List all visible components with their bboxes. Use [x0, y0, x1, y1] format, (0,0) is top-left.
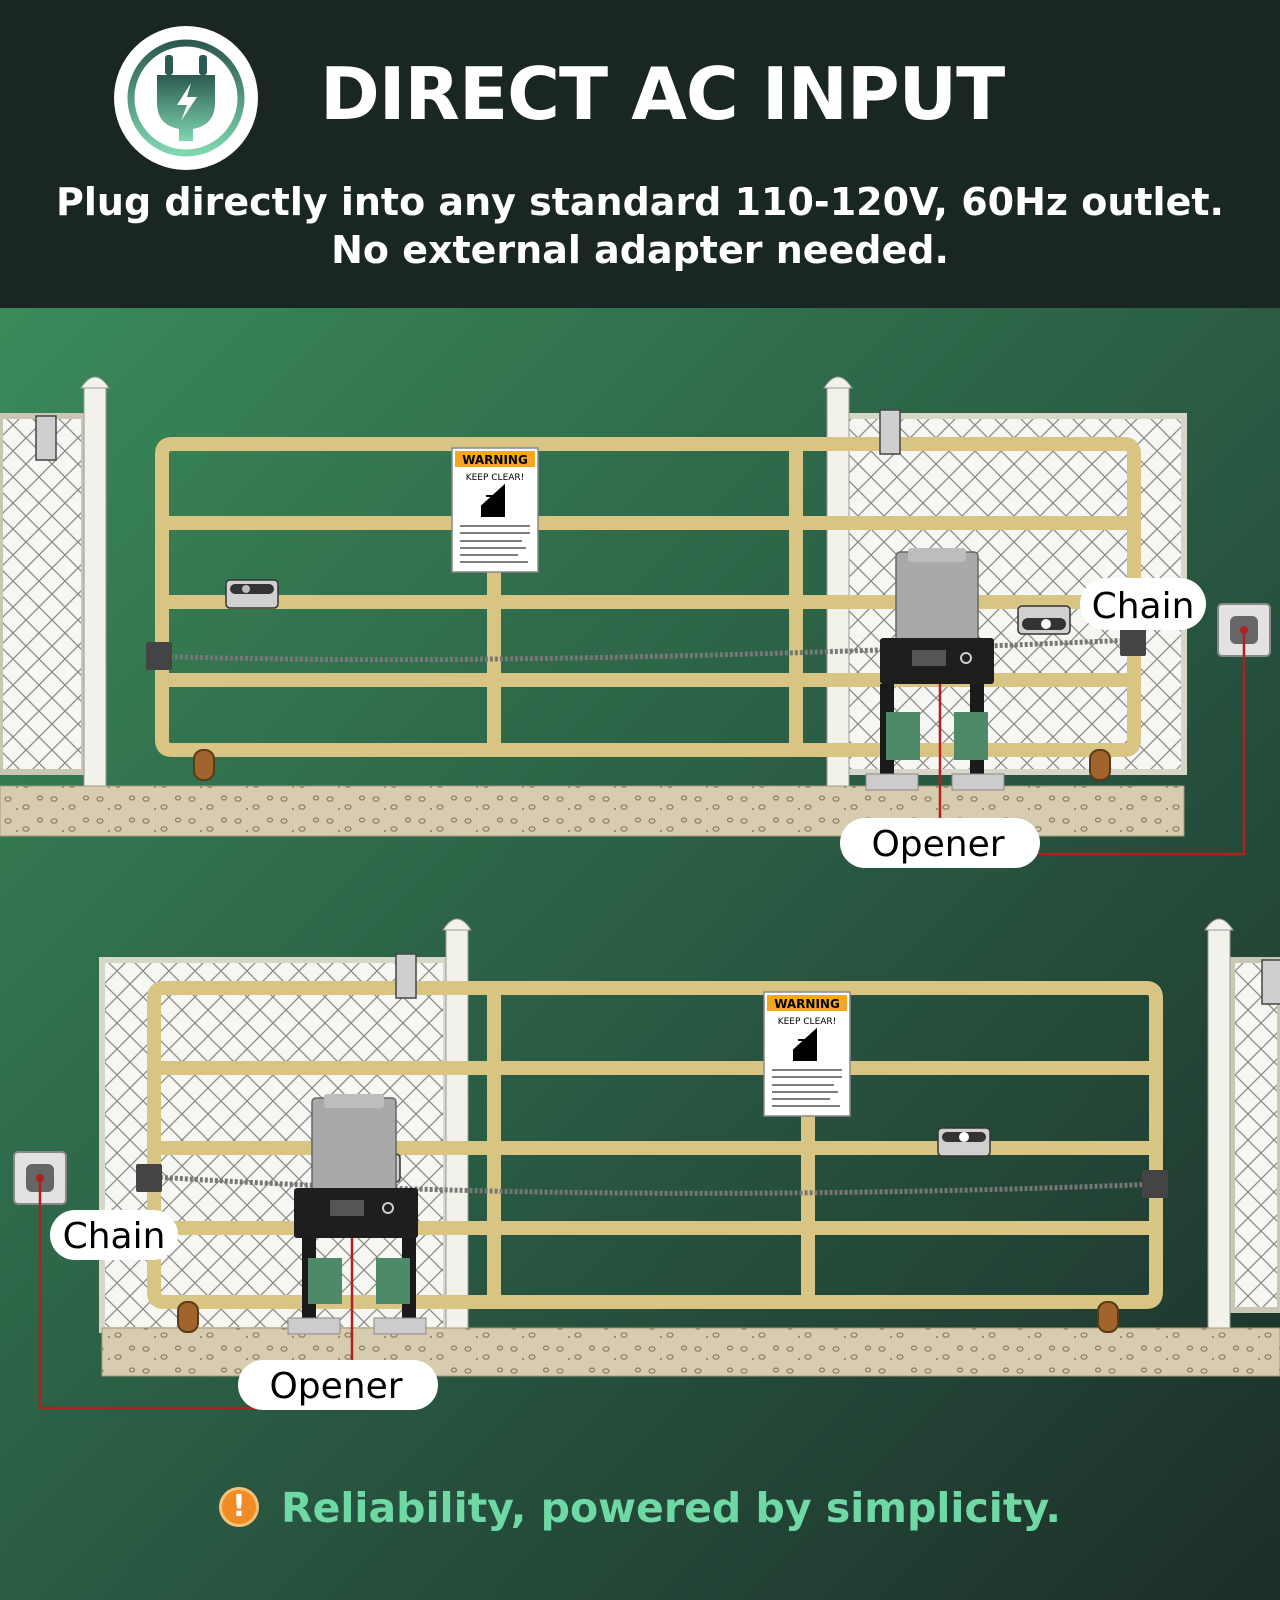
subtitle-line-2: No external adapter needed. [331, 228, 949, 272]
gate-opener [865, 548, 1005, 791]
gate-opener [287, 1094, 427, 1335]
limit-sensor [1017, 605, 1071, 635]
power-cord [938, 630, 1246, 856]
chain-label: Chain [1092, 586, 1195, 627]
gate-diagrams: WARNING KEEP CLEAR! [0, 308, 1280, 1600]
warning-sign-subheading: KEEP CLEAR! [778, 1017, 837, 1027]
tagline-text: Reliability, powered by simplicity. [281, 1484, 1061, 1532]
label-pill [840, 818, 1040, 868]
gate-chain [139, 1173, 1161, 1196]
fence-panel-right [1229, 957, 1280, 1313]
plug-lightning-icon [114, 26, 258, 170]
fence-post-left [83, 387, 107, 789]
crush-hazard-icon [481, 483, 505, 517]
bottom-diagram: WARNING KEEP CLEAR! [13, 918, 1280, 1410]
hinge [35, 415, 57, 461]
label-pill [50, 1210, 178, 1260]
exclamation-icon: ! [219, 1487, 259, 1527]
header-banner: DIRECT AC INPUT Plug directly into any s… [0, 0, 1280, 308]
warning-sign: WARNING KEEP CLEAR! [451, 447, 539, 573]
chain-label: Chain [63, 1216, 166, 1257]
warning-sign: WARNING KEEP CLEAR! [763, 991, 851, 1117]
top-diagram: WARNING KEEP CLEAR! [0, 376, 1271, 868]
tagline: ! Reliability, powered by simplicity. [0, 1478, 1280, 1538]
warning-sign-subheading: KEEP CLEAR! [466, 473, 525, 483]
page-subtitle: Plug directly into any standard 110-120V… [0, 178, 1280, 274]
limit-sensor [937, 1127, 991, 1157]
label-pill [238, 1360, 438, 1410]
subtitle-line-1: Plug directly into any standard 110-120V… [56, 180, 1224, 224]
page-title: DIRECT AC INPUT [320, 52, 1005, 136]
opener-label: Opener [269, 1366, 402, 1407]
power-cord [38, 1178, 354, 1410]
warning-sign-heading: WARNING [774, 997, 840, 1011]
limit-sensor [225, 579, 279, 609]
fence-panel-left [0, 413, 87, 775]
opener-label: Opener [871, 824, 1004, 865]
crush-hazard-icon [793, 1027, 817, 1061]
fence-post-right [1207, 929, 1231, 1331]
gate-chain [149, 637, 1133, 663]
label-pill [1080, 578, 1206, 630]
warning-sign-heading: WARNING [462, 453, 528, 467]
